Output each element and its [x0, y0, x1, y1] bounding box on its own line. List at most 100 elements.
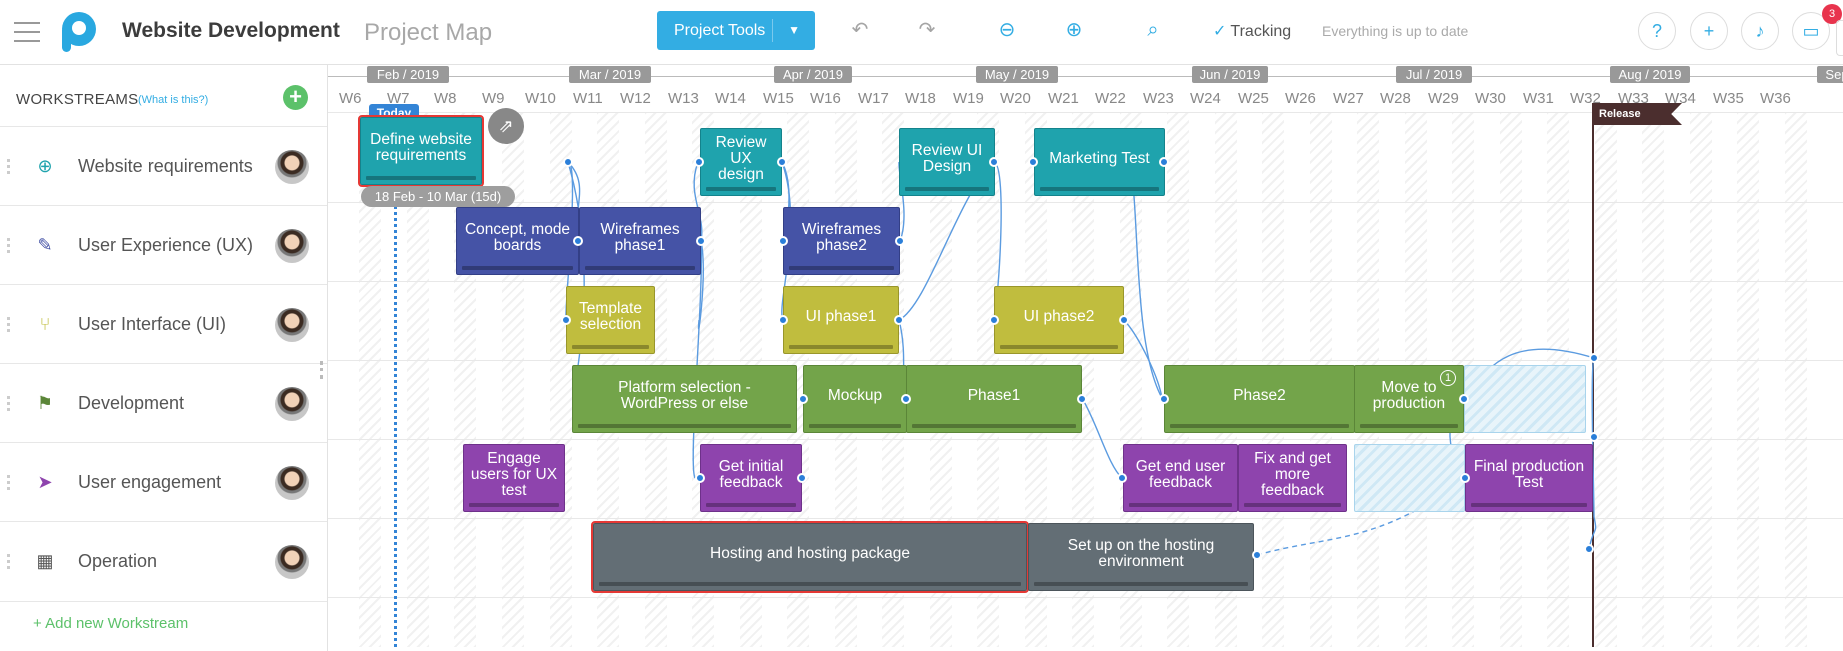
drag-handle-icon[interactable] — [7, 317, 13, 332]
add-workstream-link[interactable]: + Add new Workstream — [33, 615, 189, 632]
drag-handle-icon[interactable] — [7, 159, 13, 174]
task-platform-selection[interactable]: Platform selection - WordPress or else — [572, 365, 797, 433]
task-wireframes-phase1[interactable]: Wireframes phase1 — [579, 207, 701, 275]
top-bar: Website Development Project Map Project … — [0, 0, 1843, 65]
tracking-label: Tracking — [1230, 23, 1292, 40]
task-wireframes-phase2[interactable]: Wireframes phase2 — [783, 207, 900, 275]
comment-count-badge[interactable]: 1 — [1440, 370, 1456, 386]
workstream-row[interactable]: ⚑ Development — [0, 363, 327, 443]
workstream-row[interactable]: ⑂ User Interface (UI) — [0, 284, 327, 364]
connector-handle[interactable] — [1584, 544, 1594, 554]
task-get-end-user-feedback[interactable]: Get end user feedback — [1123, 444, 1238, 512]
help-icon[interactable]: ? — [1638, 12, 1676, 50]
panel-resize-handle[interactable] — [320, 361, 328, 379]
connector-handle[interactable] — [895, 236, 905, 246]
connector-handle[interactable] — [1159, 394, 1169, 404]
connector-handle[interactable] — [777, 157, 787, 167]
connector-handle[interactable] — [1117, 473, 1127, 483]
divider — [772, 19, 773, 42]
task-ui-phase2[interactable]: UI phase2 — [994, 286, 1124, 354]
connector-handle[interactable] — [778, 315, 788, 325]
avatar[interactable] — [275, 387, 309, 421]
connector-handle[interactable] — [1077, 394, 1087, 404]
task-define-website-requirements[interactable]: Define website requirements — [358, 115, 484, 187]
menu-icon[interactable] — [14, 22, 40, 49]
connector-handle[interactable] — [694, 157, 704, 167]
open-external-icon[interactable]: ⇗ — [488, 108, 524, 144]
task-engage-users[interactable]: Engage users for UX test — [463, 444, 565, 512]
release-milestone[interactable]: Release — [1592, 103, 1682, 125]
task-fix-and-get-more-feedback[interactable]: Fix and get more feedback — [1238, 444, 1347, 512]
connector-handle[interactable] — [1589, 353, 1599, 363]
zoom-out-icon[interactable]: ⊖ — [998, 19, 1016, 41]
task-review-ui-design[interactable]: Review UI Design — [899, 128, 995, 196]
view-title: Project Map — [364, 19, 493, 46]
connector-handle[interactable] — [1459, 394, 1469, 404]
task-setup-hosting[interactable]: Set up on the hosting environment — [1028, 523, 1254, 591]
overflow-button[interactable] — [1836, 20, 1843, 56]
timeline-canvas[interactable]: Feb / 2019 Mar / 2019 Apr / 2019 May / 2… — [328, 65, 1843, 651]
task-get-initial-feedback[interactable]: Get initial feedback — [700, 444, 802, 512]
drag-handle-icon[interactable] — [7, 475, 13, 490]
connector-handle[interactable] — [989, 315, 999, 325]
project-tools-button[interactable]: Project Tools ▼ — [657, 11, 815, 50]
task-hosting-package[interactable]: Hosting and hosting package — [591, 521, 1029, 593]
connector-handle[interactable] — [1252, 550, 1262, 560]
connector-handle[interactable] — [1589, 432, 1599, 442]
task-ui-phase1[interactable]: UI phase1 — [783, 286, 899, 354]
connector-handle[interactable] — [696, 236, 706, 246]
workstream-row[interactable]: ➤ User engagement — [0, 442, 327, 522]
connector-handle[interactable] — [561, 315, 571, 325]
workstream-row[interactable]: ⊕ Website requirements — [0, 126, 327, 206]
add-user-icon[interactable]: + — [1690, 12, 1728, 50]
project-title[interactable]: Website Development — [122, 19, 340, 42]
task-placeholder-slot[interactable] — [1464, 365, 1586, 433]
workstream-label: Website requirements — [78, 156, 253, 176]
connector-handle[interactable] — [1119, 315, 1129, 325]
chevron-down-icon[interactable]: ▼ — [788, 23, 800, 37]
avatar[interactable] — [275, 229, 309, 263]
task-marketing-test[interactable]: Marketing Test — [1034, 128, 1165, 196]
chat-icon[interactable]: ▭ — [1792, 12, 1830, 50]
zoom-in-icon[interactable]: ⊕ — [1065, 19, 1083, 41]
workstream-row[interactable]: ▦ Operation — [0, 521, 327, 602]
search-icon[interactable]: ⌕ — [1147, 19, 1159, 41]
task-template-selection[interactable]: Template selection — [566, 286, 655, 354]
task-review-ux-design[interactable]: Review UX design — [700, 128, 782, 196]
connector-handle[interactable] — [797, 473, 807, 483]
connector-handle[interactable] — [1159, 157, 1169, 167]
task-phase2[interactable]: Phase2 — [1164, 365, 1355, 433]
redo-icon[interactable]: ↷ — [918, 19, 936, 41]
connector-handle[interactable] — [778, 236, 788, 246]
add-workstream-icon[interactable]: + — [283, 85, 308, 110]
task-phase1[interactable]: Phase1 — [906, 365, 1082, 433]
drag-handle-icon[interactable] — [7, 238, 13, 253]
week-label: W35 — [1713, 90, 1744, 107]
drag-handle-icon[interactable] — [7, 396, 13, 411]
connector-handle[interactable] — [1028, 157, 1038, 167]
sync-status: Everything is up to date — [1322, 23, 1469, 39]
what-is-this-link[interactable]: (What is this?) — [138, 94, 209, 106]
connector-handle[interactable] — [798, 394, 808, 404]
task-concept-mode-boards[interactable]: Concept, mode boards — [456, 207, 579, 275]
avatar[interactable] — [275, 466, 309, 500]
drag-handle-icon[interactable] — [7, 554, 13, 569]
connector-handle[interactable] — [989, 157, 999, 167]
week-label: W36 — [1760, 90, 1791, 107]
connector-handle[interactable] — [563, 157, 573, 167]
bell-icon[interactable]: ♪ — [1741, 12, 1779, 50]
tracking-toggle[interactable]: ✓Tracking — [1213, 21, 1291, 41]
connector-handle[interactable] — [901, 394, 911, 404]
avatar[interactable] — [275, 308, 309, 342]
connector-handle[interactable] — [894, 315, 904, 325]
connector-handle[interactable] — [573, 236, 583, 246]
connector-handle[interactable] — [1460, 473, 1470, 483]
avatar[interactable] — [275, 150, 309, 184]
task-mockup[interactable]: Mockup — [803, 365, 907, 433]
task-final-production-test[interactable]: Final production Test — [1465, 444, 1593, 512]
connector-handle[interactable] — [695, 473, 705, 483]
avatar[interactable] — [275, 545, 309, 579]
workstream-row[interactable]: ✎ User Experience (UX) — [0, 205, 327, 285]
undo-icon[interactable]: ↶ — [851, 19, 869, 41]
task-placeholder-slot[interactable] — [1354, 444, 1465, 512]
